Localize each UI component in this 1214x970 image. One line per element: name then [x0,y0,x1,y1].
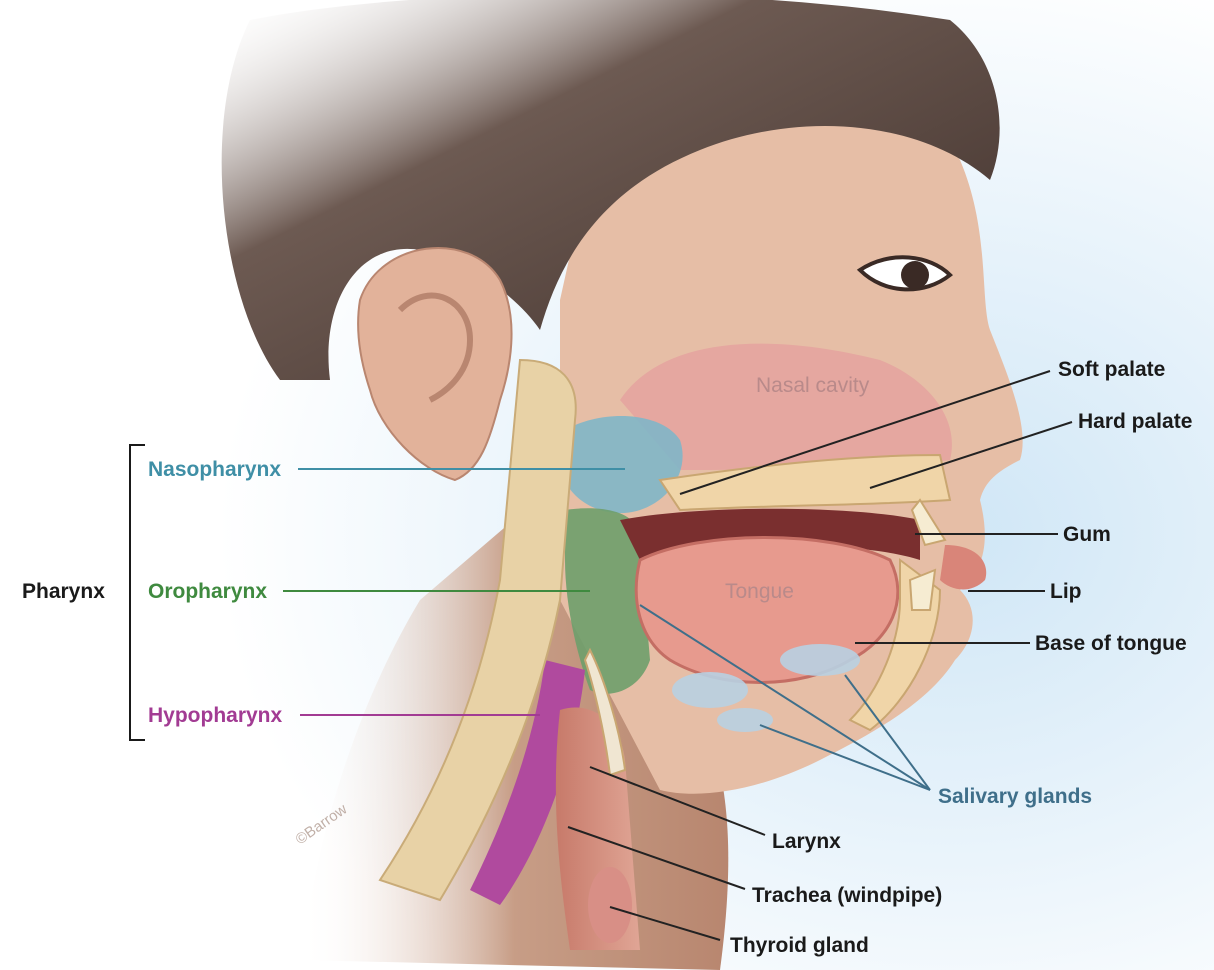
hard-palate-label: Hard palate [1078,410,1192,433]
gum-label: Gum [1063,523,1111,546]
lip-label: Lip [1050,580,1082,603]
trachea-label: Trachea (windpipe) [752,884,942,907]
salivary-gland-lower [717,708,773,732]
thyroid-gland-label: Thyroid gland [730,934,869,957]
oropharynx-label: Oropharynx [148,580,267,603]
salivary-gland-sublingual [780,644,860,676]
salivary-gland-submandibular [672,672,748,708]
hypopharynx-label: Hypopharynx [148,704,283,727]
thyroid-shape [588,867,632,943]
iris [901,261,929,289]
pharynx-label: Pharynx [22,580,105,603]
nasal-cavity-label: Nasal cavity [756,374,870,397]
larynx-label: Larynx [772,830,841,853]
nasopharynx-label: Nasopharynx [148,458,281,481]
soft-palate-label: Soft palate [1058,358,1165,381]
salivary-glands-label: Salivary glands [938,785,1092,808]
tongue-label: Tongue [725,580,794,603]
base-of-tongue-label: Base of tongue [1035,632,1187,655]
